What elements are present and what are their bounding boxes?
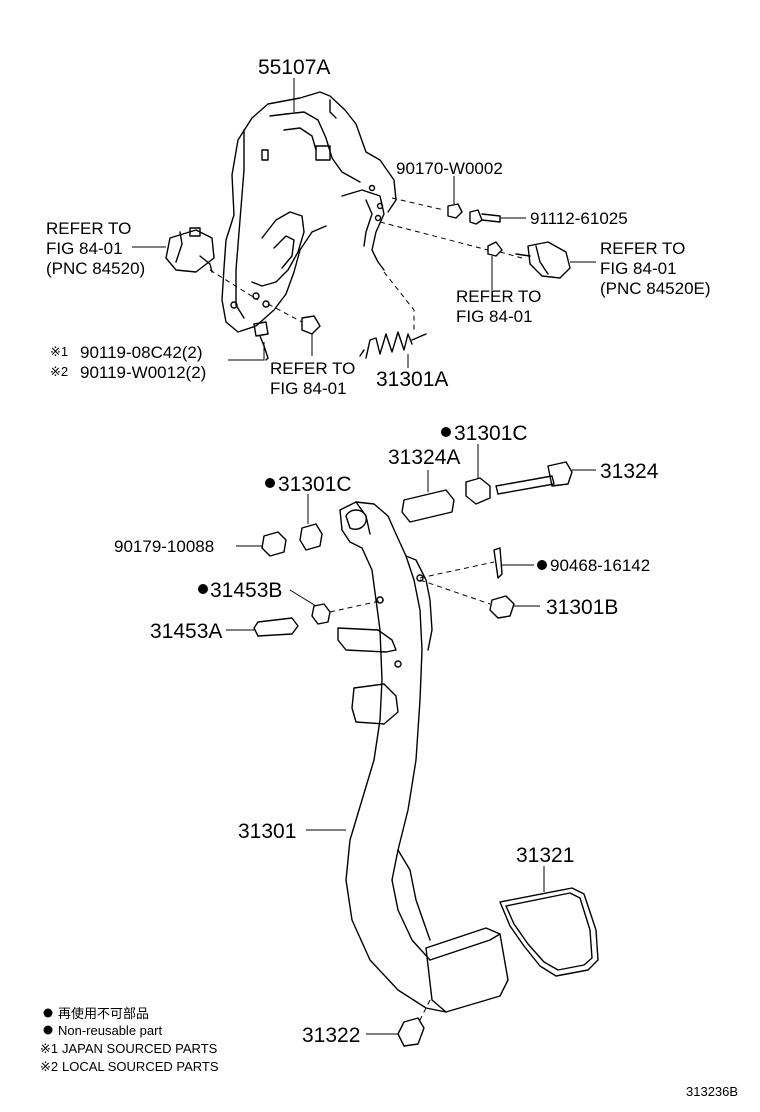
pedal-fasteners-drawing (253, 461, 573, 1047)
dash-line-9 (419, 561, 495, 579)
label-91112: 91112-61025 (530, 209, 628, 228)
leader-90119 (228, 342, 265, 361)
pedal-bracket-drawing (221, 91, 397, 333)
dash-line-6 (499, 251, 523, 259)
leader-31453B (289, 589, 317, 607)
brake-pedal-drawing (337, 501, 509, 1013)
label-31301B: 31301B (546, 596, 618, 619)
label-refer-right-1: REFER TO (600, 239, 685, 258)
dash-line-3 (209, 269, 259, 301)
label-90119-08C42: 90119-08C42(2) (80, 343, 203, 362)
label-refer-left-1: REFER TO (46, 219, 131, 238)
label-31301C-top: 31301C (454, 422, 528, 445)
label-31301C-left: 31301C (278, 473, 352, 496)
label-90170: 90170-W0002 (396, 159, 503, 178)
dash-line-8 (419, 579, 491, 605)
label-31301A: 31301A (376, 368, 448, 391)
top-fasteners-drawing (253, 203, 503, 361)
return-spring-drawing (359, 331, 427, 359)
non-reusable-dot-31453B (198, 584, 208, 594)
dash-line-2 (379, 221, 489, 251)
legend-mark2: ※2 (40, 1059, 58, 1074)
stop-lamp-switch-right-drawing (515, 241, 571, 279)
label-90119-W0012: 90119-W0012(2) (80, 363, 206, 382)
label-55107A: 55107A (258, 56, 330, 79)
label-refer-low-1: REFER TO (270, 359, 355, 378)
label-90468: 90468-16142 (550, 556, 650, 575)
legend-non-reusable-en: Non-reusable part (58, 1023, 162, 1038)
legend-japan-sourced: JAPAN SOURCED PARTS (62, 1041, 218, 1056)
dash-line-1 (391, 197, 445, 211)
dash-line-4 (267, 303, 303, 323)
label-31324: 31324 (600, 460, 659, 483)
label-refer-low-2: FIG 84-01 (270, 379, 347, 398)
label-mark1: ※1 (50, 344, 68, 359)
legend-dot-2 (43, 1025, 53, 1035)
dash-line-5 (383, 271, 415, 332)
pedal-pad-drawing (499, 887, 599, 977)
label-31321: 31321 (516, 844, 574, 867)
non-reusable-dot-31301C-top (441, 427, 451, 437)
figure-code: 313236B (686, 1084, 738, 1099)
dash-line-10 (419, 999, 431, 1021)
label-refer-right-2: FIG 84-01 (600, 259, 677, 278)
label-refer-left-2: FIG 84-01 (46, 239, 123, 258)
legend-dot-1 (43, 1008, 53, 1018)
non-reusable-dot-31301C-left (265, 478, 275, 488)
label-refer-mid-1: REFER TO (456, 287, 541, 306)
label-refer-right-3: (PNC 84520E) (600, 279, 711, 298)
legend-non-reusable-jp: 再使用不可部品 (58, 1006, 149, 1021)
label-31322: 31322 (302, 1024, 360, 1047)
legend-mark1: ※1 (40, 1041, 58, 1056)
label-31324A: 31324A (388, 446, 460, 469)
non-reusable-dot-90468 (537, 560, 547, 570)
label-90179: 90179-10088 (114, 537, 214, 556)
label-31453A: 31453A (150, 620, 222, 643)
legend: 再使用不可部品 Non-reusable part ※1 JAPAN SOURC… (40, 1006, 219, 1074)
dash-line-7 (329, 599, 385, 613)
stop-lamp-switch-left-drawing (165, 227, 215, 273)
label-refer-mid-2: FIG 84-01 (456, 307, 533, 326)
label-mark2: ※2 (50, 364, 68, 379)
legend-local-sourced: LOCAL SOURCED PARTS (62, 1059, 219, 1074)
label-31301: 31301 (238, 820, 296, 843)
label-refer-left-3: (PNC 84520) (46, 259, 145, 278)
label-31453B: 31453B (210, 579, 282, 602)
